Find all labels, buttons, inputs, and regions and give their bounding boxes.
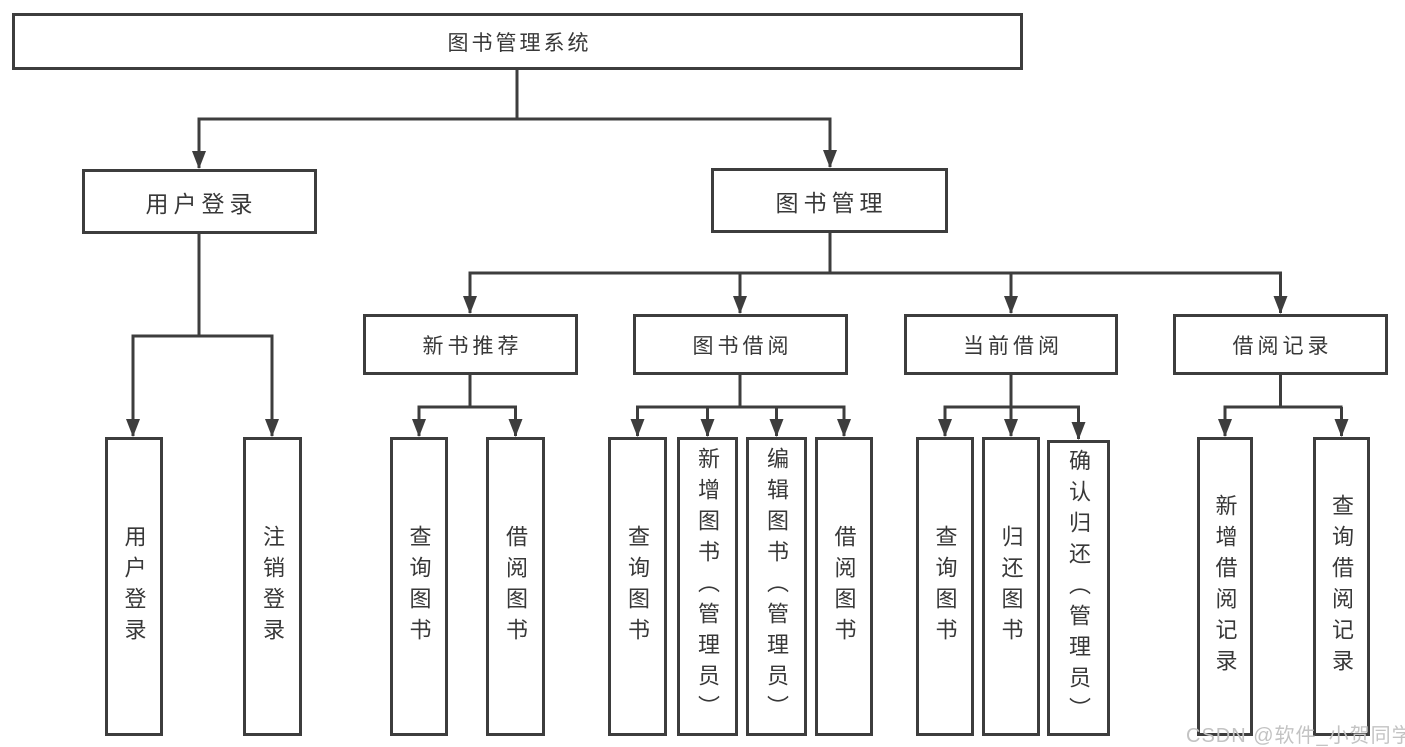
leaf-label: 注销登录 — [260, 524, 286, 649]
leaf-logout: 注销登录 — [243, 437, 302, 736]
leaf-confirm-return-admin: 确认归还（管理员） — [1047, 440, 1110, 736]
node-book-borrow: 图书借阅 — [633, 314, 848, 375]
leaf-user-login: 用户登录 — [105, 437, 163, 736]
connector-book-borrow — [630, 375, 851, 437]
leaf-label: 用户登录 — [121, 524, 147, 649]
leaf-label: 借阅图书 — [831, 524, 857, 649]
connector-current-borrow — [938, 375, 1086, 440]
connector-new-book-recommend — [412, 375, 523, 437]
leaf-label: 查询图书 — [625, 524, 651, 649]
leaf-query-borrow-record: 查询借阅记录 — [1313, 437, 1370, 736]
leaf-label: 查询图书 — [406, 524, 432, 649]
leaf-label: 归还图书 — [998, 524, 1024, 649]
leaf-add-borrow-record: 新增借阅记录 — [1197, 437, 1253, 736]
leaf-query-books-borrow: 查询图书 — [608, 437, 667, 736]
leaf-borrow-books: 借阅图书 — [815, 437, 873, 736]
leaf-label: 查询借阅记录 — [1329, 493, 1355, 680]
leaf-label: 借阅图书 — [503, 524, 529, 649]
connector-book-management — [463, 233, 1288, 314]
node-new-book-recommend: 新书推荐 — [363, 314, 578, 375]
leaf-add-book-admin: 新增图书（管理员） — [677, 437, 738, 736]
leaf-label: 新增借阅记录 — [1212, 493, 1238, 680]
leaf-label: 查询图书 — [932, 524, 958, 649]
connector-borrow-records — [1218, 375, 1349, 437]
leaf-edit-book-admin: 编辑图书（管理员） — [746, 437, 807, 736]
node-user-login: 用户登录 — [82, 169, 317, 234]
node-borrow-records: 借阅记录 — [1173, 314, 1388, 375]
connector-user-login — [126, 234, 279, 437]
connector-root — [192, 69, 837, 169]
leaf-query-books-current: 查询图书 — [916, 437, 974, 736]
node-library-system: 图书管理系统 — [12, 13, 1023, 70]
watermark: CSDN @软件_小贺同学 — [1186, 725, 1405, 747]
leaf-label: 确认归还（管理员） — [1066, 448, 1092, 728]
node-book-management: 图书管理 — [711, 168, 948, 233]
node-current-borrow: 当前借阅 — [904, 314, 1118, 375]
leaf-label: 新增图书（管理员） — [695, 447, 721, 726]
leaf-borrow-books-recommend: 借阅图书 — [486, 437, 545, 736]
leaf-label: 编辑图书（管理员） — [764, 447, 790, 726]
leaf-query-books-recommend: 查询图书 — [390, 437, 448, 736]
leaf-return-book: 归还图书 — [982, 437, 1040, 736]
